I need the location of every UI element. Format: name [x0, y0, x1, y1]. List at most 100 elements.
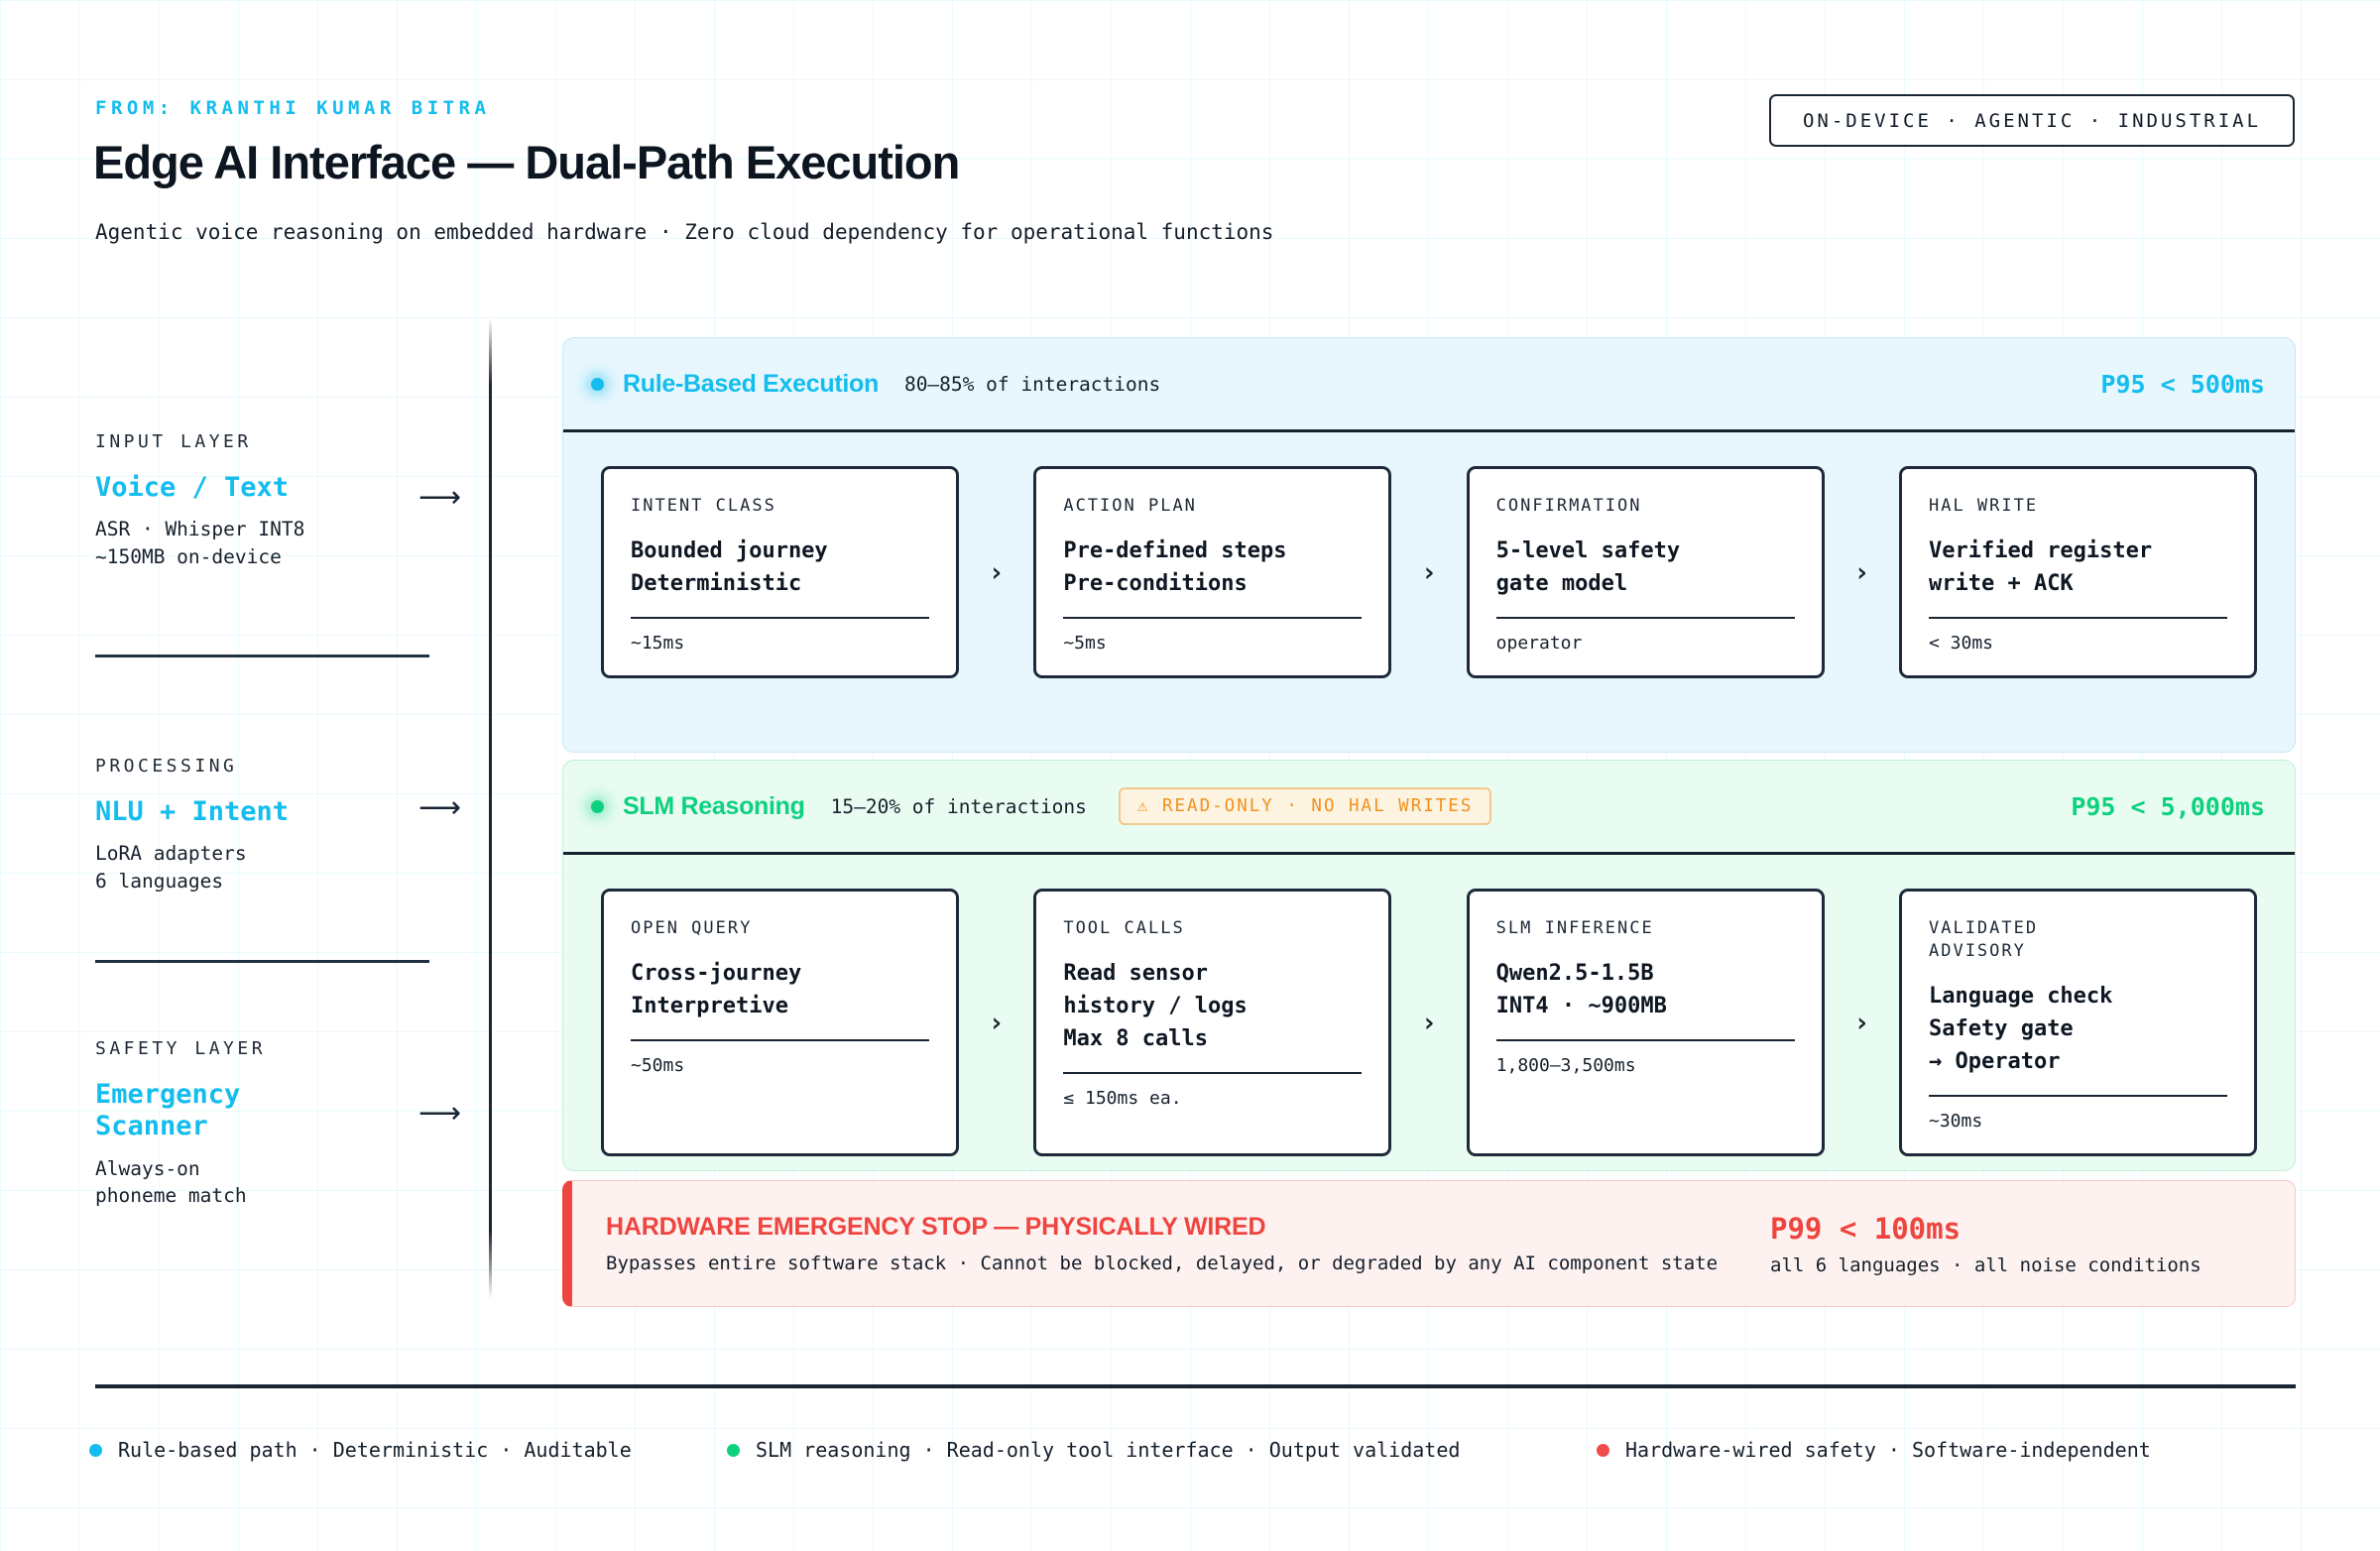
read-only-warning-badge: ⚠ READ-ONLY · NO HAL WRITES — [1118, 787, 1492, 825]
card-meta: operator — [1495, 633, 1583, 655]
card-slm-inference: SLM INFERENCE Qwen2.5-1.5B INT4 · ~900MB… — [1466, 889, 1825, 1157]
slm-panel-title: SLM Reasoning — [623, 791, 805, 820]
card-meta: ~15ms — [631, 633, 685, 655]
card-label: SLM INFERENCE — [1495, 918, 1654, 938]
footer-rule — [95, 1384, 2296, 1388]
page-subtitle: Agentic voice reasoning on embedded hard… — [95, 220, 1274, 244]
card-tool-calls: TOOL CALLS Read sensor history / logs Ma… — [1033, 889, 1392, 1157]
emergency-desc: Bypasses entire software stack · Cannot … — [606, 1253, 1719, 1274]
card-divider — [1495, 1038, 1795, 1042]
emergency-caption: all 6 languages · all noise conditions — [1770, 1253, 2202, 1276]
card-label: OPEN QUERY — [631, 918, 753, 938]
safety-layer-title: Emergency Scanner — [95, 1079, 241, 1142]
card-meta: ~50ms — [631, 1055, 685, 1077]
legend-text: Rule-based path · Deterministic · Audita… — [118, 1438, 632, 1462]
processing-title: NLU + Intent — [95, 796, 290, 827]
sidebar-group-input-layer: INPUT LAYER Voice / Text ASR · Whisper I… — [95, 431, 437, 571]
vertical-divider — [489, 317, 492, 1299]
rule-based-execution-panel: Rule-Based Execution 80–85% of interacti… — [562, 337, 2296, 754]
card-divider — [1063, 1071, 1363, 1075]
emergency-title: HARDWARE EMERGENCY STOP — PHYSICALLY WIR… — [606, 1213, 1266, 1241]
card-open-query: OPEN QUERY Cross-journey Interpretive ~5… — [601, 889, 959, 1157]
input-layer-label: INPUT LAYER — [95, 431, 252, 452]
legend-item-slm: SLM reasoning · Read-only tool interface… — [727, 1438, 1460, 1462]
card-validated-advisory: VALIDATED ADVISORY Language check Safety… — [1898, 889, 2257, 1157]
card-label: TOOL CALLS — [1063, 918, 1185, 938]
right-arrow-icon: ⟶ — [417, 1096, 461, 1131]
chevron-right-icon: › — [988, 1007, 1005, 1038]
card-divider — [1495, 616, 1795, 620]
card-meta: 1,800–3,500ms — [1495, 1055, 1636, 1077]
card-intent-class: INTENT CLASS Bounded journey Determinist… — [601, 466, 959, 679]
card-divider — [1928, 616, 2227, 620]
chevron-right-icon: › — [1420, 556, 1438, 588]
legend-text: Hardware-wired safety · Software-indepen… — [1625, 1438, 2151, 1462]
card-body: Cross-journey Interpretive — [631, 960, 802, 1018]
card-label: CONFIRMATION — [1495, 496, 1642, 516]
right-arrow-icon: ⟶ — [417, 480, 461, 515]
from-byline: FROM: KRANTHI KUMAR BITRA — [95, 97, 491, 119]
rule-panel-share: 80–85% of interactions — [903, 372, 1161, 396]
card-body: Language check Safety gate → Operator — [1928, 983, 2113, 1074]
chevron-right-icon: › — [1420, 1007, 1438, 1038]
slm-panel-latency: P95 < 5,000ms — [2071, 791, 2265, 821]
card-label: HAL WRITE — [1928, 496, 2039, 516]
page-title: Edge AI Interface — Dual-Path Execution — [93, 136, 960, 188]
card-meta: ~30ms — [1928, 1111, 1983, 1133]
safety-layer-desc: Always-on phoneme match — [95, 1156, 247, 1208]
emergency-left-block: HARDWARE EMERGENCY STOP — PHYSICALLY WIR… — [606, 1213, 1718, 1274]
card-body: Read sensor history / logs Max 8 calls — [1063, 960, 1248, 1051]
rule-panel-body: INTENT CLASS Bounded journey Determinist… — [563, 432, 2295, 752]
card-body: Bounded journey Deterministic — [631, 537, 828, 596]
rule-panel-header: Rule-Based Execution 80–85% of interacti… — [563, 338, 2295, 432]
sidebar-group-processing: PROCESSING NLU + Intent LoRA adapters 6 … — [95, 756, 437, 895]
card-label: VALIDATED ADVISORY — [1928, 918, 2039, 961]
card-label: ACTION PLAN — [1063, 496, 1197, 516]
input-layer-title: Voice / Text — [95, 472, 290, 503]
legend-item-hardware-safety: Hardware-wired safety · Software-indepen… — [1597, 1438, 2151, 1462]
slm-panel-header: SLM Reasoning 15–20% of interactions ⚠ R… — [563, 761, 2295, 855]
card-body: Verified register write + ACK — [1928, 537, 2153, 596]
slm-panel-share: 15–20% of interactions — [830, 794, 1087, 818]
card-label: INTENT CLASS — [631, 496, 776, 516]
slm-panel-body: OPEN QUERY Cross-journey Interpretive ~5… — [563, 855, 2295, 1170]
rule-panel-title: Rule-Based Execution — [623, 369, 879, 398]
emergency-latency: P99 < 100ms — [1770, 1211, 1962, 1246]
chevron-right-icon: › — [1853, 1007, 1870, 1038]
rule-panel-latency: P95 < 500ms — [2100, 369, 2265, 399]
card-body: Pre-defined steps Pre-conditions — [1063, 537, 1287, 596]
legend-item-rule-based: Rule-based path · Deterministic · Audita… — [89, 1438, 632, 1462]
right-arrow-icon: ⟶ — [417, 790, 461, 825]
processing-desc: LoRA adapters 6 languages — [95, 842, 247, 894]
green-dot-icon — [727, 1443, 740, 1457]
card-divider — [631, 616, 929, 620]
context-badge: ON-DEVICE · AGENTIC · INDUSTRIAL — [1769, 94, 2295, 147]
card-divider — [1063, 616, 1363, 620]
legend-text: SLM reasoning · Read-only tool interface… — [756, 1438, 1461, 1462]
sidebar-divider — [95, 655, 429, 657]
card-divider — [631, 1038, 929, 1042]
input-layer-desc: ASR · Whisper INT8 ~150MB on-device — [95, 518, 305, 569]
chevron-right-icon: › — [988, 556, 1005, 588]
card-divider — [1928, 1094, 2227, 1098]
card-meta: < 30ms — [1928, 633, 1994, 655]
card-action-plan: ACTION PLAN Pre-defined steps Pre-condit… — [1033, 466, 1392, 679]
sidebar-divider — [95, 960, 429, 963]
card-meta: ~5ms — [1063, 633, 1107, 655]
green-dot-icon — [591, 799, 604, 813]
card-body: Qwen2.5-1.5B INT4 · ~900MB — [1495, 960, 1667, 1018]
hardware-emergency-stop-banner: HARDWARE EMERGENCY STOP — PHYSICALLY WIR… — [562, 1180, 2296, 1307]
safety-layer-label: SAFETY LAYER — [95, 1038, 267, 1059]
cyan-dot-icon — [591, 377, 604, 391]
emergency-right-block: P99 < 100ms all 6 languages · all noise … — [1770, 1212, 2263, 1276]
cyan-dot-icon — [89, 1443, 102, 1457]
card-body: 5-level safety gate model — [1495, 537, 1681, 596]
card-meta: ≤ 150ms ea. — [1063, 1088, 1182, 1110]
slm-reasoning-panel: SLM Reasoning 15–20% of interactions ⚠ R… — [562, 760, 2296, 1172]
processing-label: PROCESSING — [95, 756, 238, 776]
card-hal-write: HAL WRITE Verified register write + ACK … — [1898, 466, 2257, 679]
card-confirmation: CONFIRMATION 5-level safety gate model o… — [1466, 466, 1825, 679]
red-dot-icon — [1597, 1443, 1609, 1457]
sidebar-group-safety-layer: SAFETY LAYER Emergency Scanner Always-on… — [95, 1038, 437, 1210]
